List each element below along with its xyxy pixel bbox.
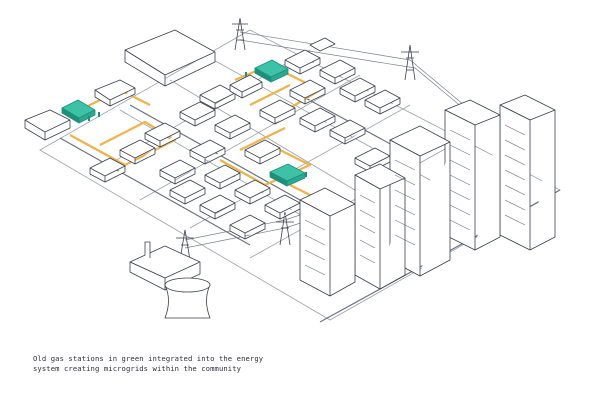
main-road: [59, 137, 251, 246]
house: [329, 119, 366, 145]
house: [179, 101, 216, 127]
microgrid-line: [249, 84, 291, 106]
gas-station: [254, 59, 289, 83]
house: [234, 179, 271, 205]
house: [214, 114, 251, 140]
tower-walls: [444, 109, 501, 251]
gas-pump-icon: [88, 112, 100, 121]
microgrid-line: [239, 127, 286, 151]
caption-line-2: system creating microgrids within the co…: [33, 364, 242, 373]
house: [339, 77, 376, 103]
transmission-tower-icon: [401, 44, 419, 81]
power-line: [239, 39, 476, 119]
transmission-tower-icon: [176, 229, 194, 261]
house: [159, 159, 196, 185]
house: [259, 99, 296, 125]
house: [199, 84, 236, 110]
warehouse-walls: [124, 49, 216, 87]
house: [284, 49, 321, 75]
house: [89, 157, 126, 183]
tower-walls: [299, 199, 356, 297]
microgrid-line: [69, 120, 177, 167]
house: [94, 79, 136, 107]
house: [169, 179, 206, 205]
caption-line-1: Old gas stations in green integrated int…: [33, 354, 264, 363]
house: [24, 109, 71, 141]
cooling-tower-top: [164, 277, 211, 293]
house: [119, 139, 156, 165]
plant-chimney: [144, 241, 151, 258]
gas-pump-icon: [305, 172, 307, 177]
house: [319, 59, 356, 85]
power-plant: [129, 241, 211, 319]
transmission-tower-icon: [276, 211, 294, 246]
house: [144, 122, 181, 148]
house: [229, 74, 263, 99]
house: [199, 194, 236, 220]
gas-station: [61, 99, 96, 124]
tower-windows: [304, 124, 526, 276]
gas-pump-icon: [245, 72, 247, 77]
house: [309, 37, 336, 52]
cooling-tower: [164, 284, 211, 319]
house: [364, 89, 401, 115]
house: [299, 107, 336, 133]
power-line: [239, 31, 471, 111]
gas-station: [269, 163, 306, 187]
house-cluster: [24, 29, 401, 240]
transmission-tower-icon: [232, 17, 248, 51]
house: [244, 139, 281, 165]
apartment-towers: [299, 94, 556, 297]
house: [289, 79, 326, 105]
road-line: [139, 74, 361, 201]
house: [264, 194, 301, 220]
house: [229, 214, 266, 240]
caption: Old gas stations in green integrated int…: [33, 354, 433, 374]
house: [204, 164, 241, 190]
house: [189, 139, 226, 165]
